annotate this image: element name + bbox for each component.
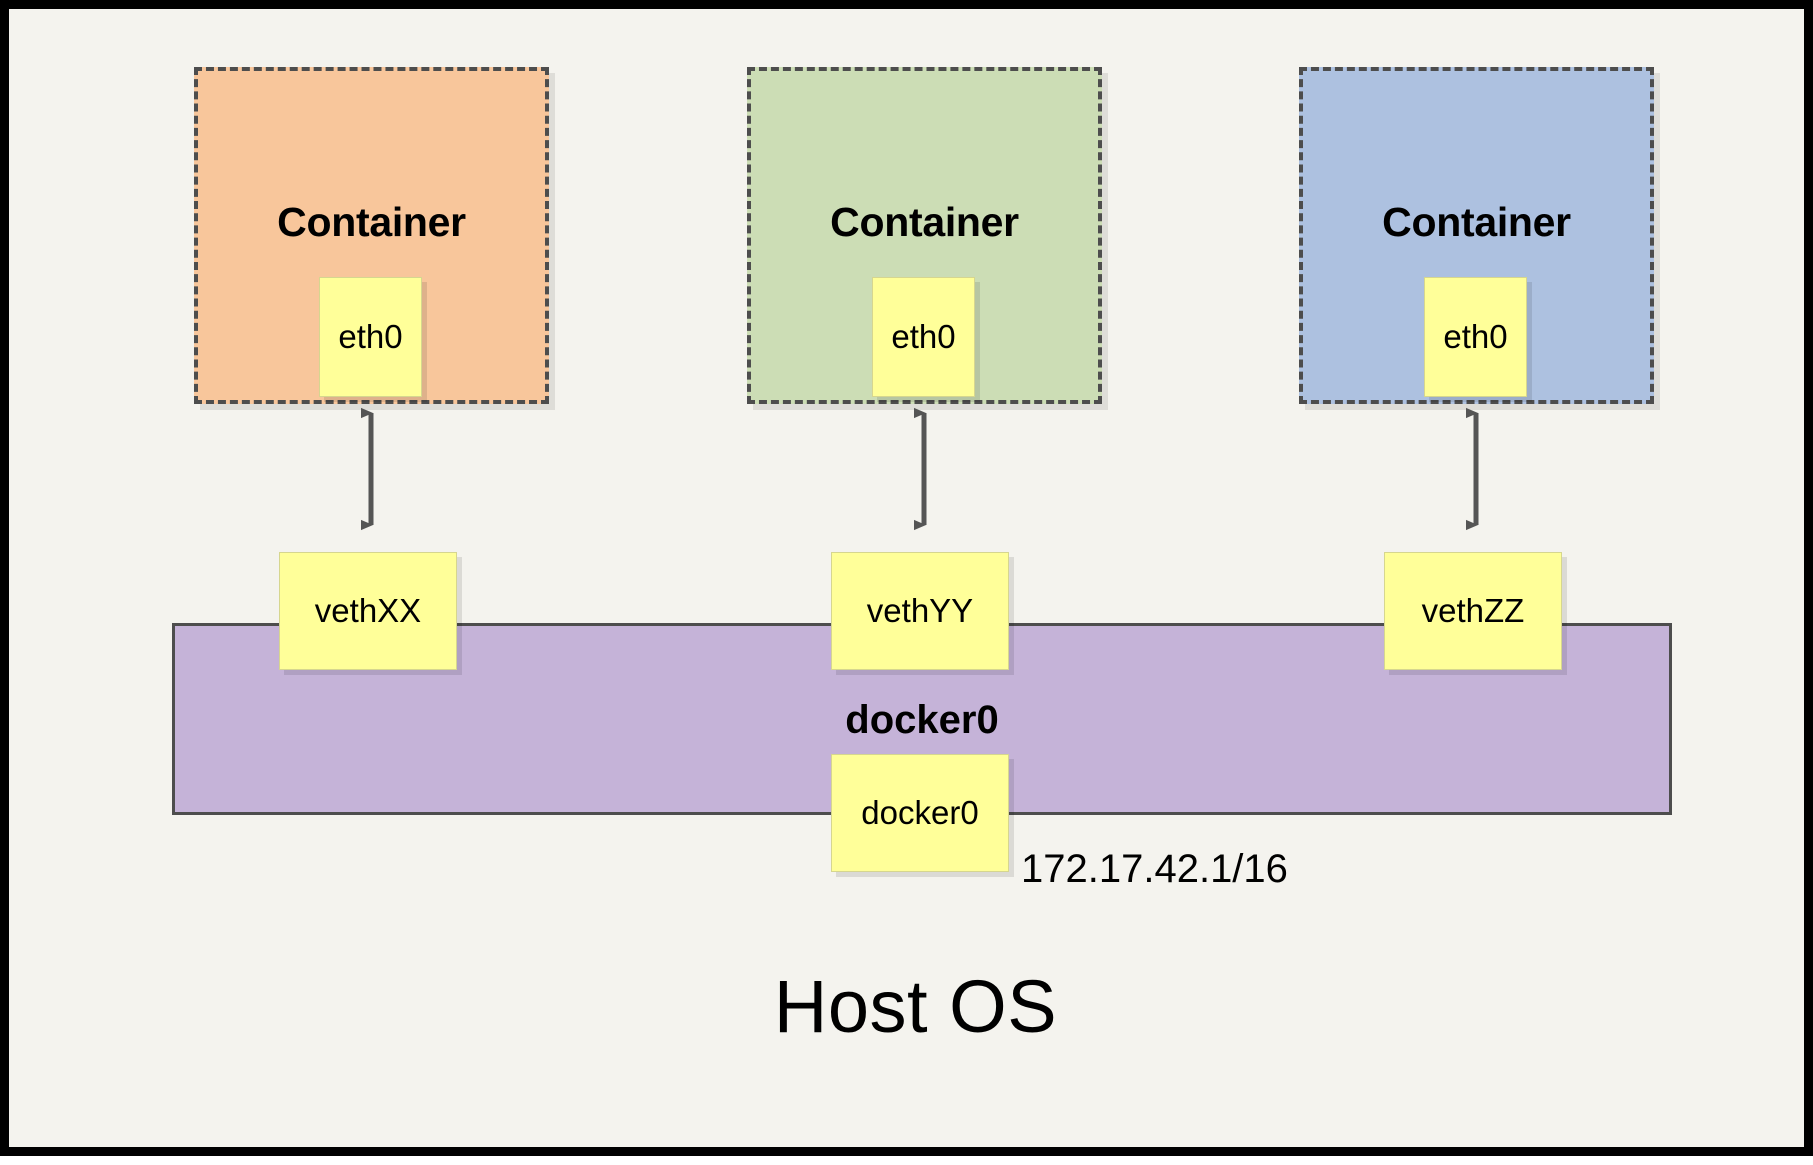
link-arrow-3: [1451, 397, 1479, 541]
veth-box-3: vethZZ: [1384, 552, 1562, 670]
eth0-box-1: eth0: [319, 277, 422, 397]
container-title-2: Container: [830, 199, 1019, 245]
link-arrow-2: [899, 397, 927, 541]
container-box-3: [1299, 67, 1654, 404]
docker0-bridge-label: docker0: [845, 698, 999, 742]
veth-box-1: vethXX: [279, 552, 457, 670]
container-title-1: Container: [277, 199, 466, 245]
host-os-title: Host OS: [773, 965, 1058, 1048]
diagram-canvas: Container eth0 Container eth0 Container …: [9, 9, 1813, 1165]
eth0-box-3: eth0: [1424, 277, 1527, 397]
link-arrow-1: [346, 397, 374, 541]
docker0-ip-label: 172.17.42.1/16: [1021, 847, 1288, 891]
docker0-port-box: docker0: [831, 754, 1009, 872]
veth-box-2: vethYY: [831, 552, 1009, 670]
container-title-3: Container: [1382, 199, 1571, 245]
eth0-box-2: eth0: [872, 277, 975, 397]
